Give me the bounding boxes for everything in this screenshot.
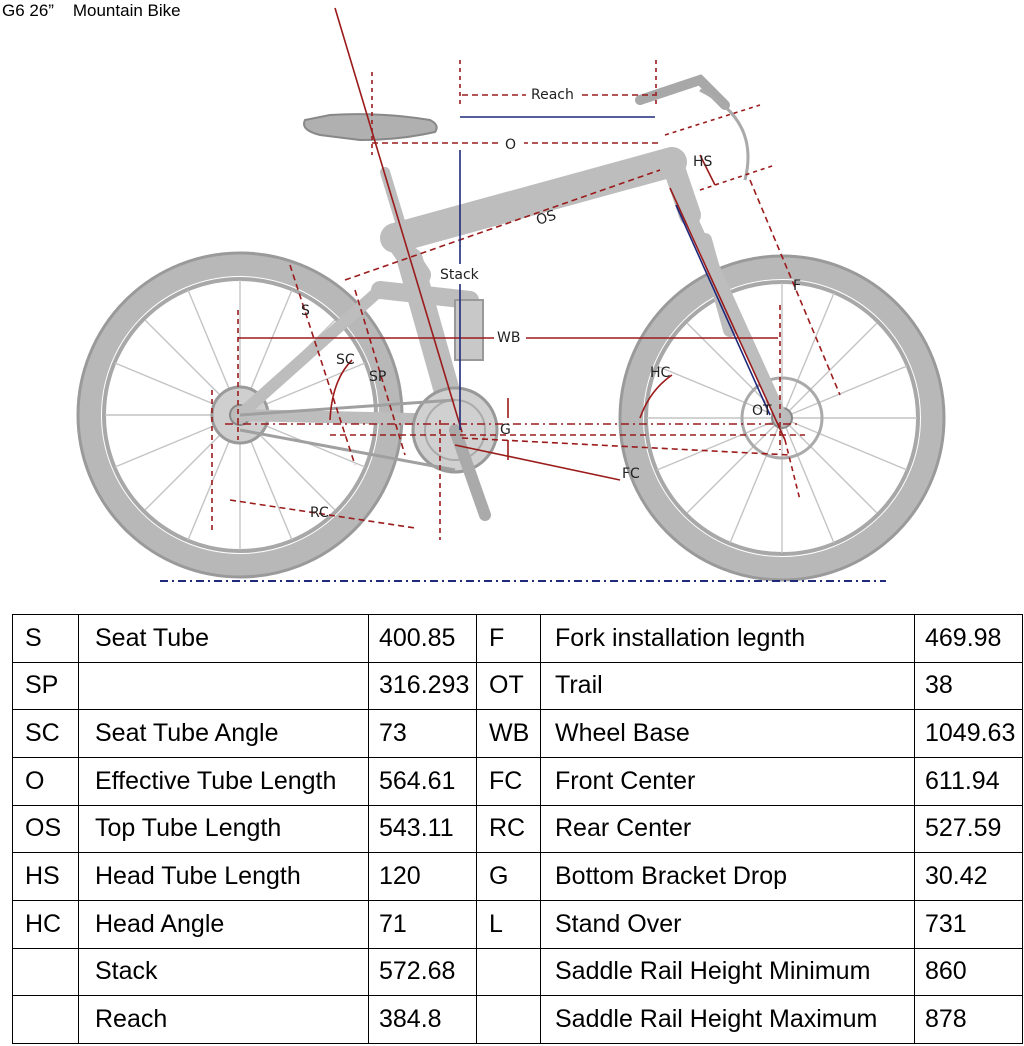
name-cell: Seat Tube Angle bbox=[78, 709, 369, 758]
name-cell: Reach bbox=[78, 995, 369, 1044]
label-rc: RC bbox=[310, 505, 329, 521]
code-cell bbox=[476, 995, 541, 1044]
label-o: O bbox=[505, 137, 516, 153]
dimension-labels: Reach O HS OS Stack S F WB SC SP HC OT G… bbox=[301, 84, 801, 521]
name-cell: Rear Center bbox=[540, 804, 915, 854]
value-cell: 572.68 bbox=[368, 947, 477, 997]
code-cell: F bbox=[476, 614, 541, 663]
name-cell: Saddle Rail Height Minimum bbox=[540, 947, 915, 997]
name-cell: Bottom Bracket Drop bbox=[540, 852, 915, 901]
value-cell: 384.8 bbox=[368, 995, 477, 1044]
name-cell: Front Center bbox=[540, 756, 915, 806]
label-wb: WB bbox=[497, 330, 520, 346]
label-ot: OT bbox=[752, 403, 772, 419]
bike-geometry-diagram: Reach O HS OS Stack S F WB SC SP HC OT G… bbox=[76, 7, 946, 582]
name-cell: Stand Over bbox=[540, 899, 915, 949]
label-g: G bbox=[500, 422, 511, 438]
value-cell: 400.85 bbox=[368, 614, 477, 663]
code-cell: WB bbox=[476, 709, 541, 758]
name-cell: Stack bbox=[78, 947, 369, 997]
value-cell: 543.11 bbox=[368, 804, 477, 854]
front-wheel bbox=[618, 254, 946, 582]
value-cell: 611.94 bbox=[914, 756, 1023, 806]
code-cell: OT bbox=[476, 661, 541, 711]
name-cell: Saddle Rail Height Maximum bbox=[540, 995, 915, 1044]
code-cell: L bbox=[476, 899, 541, 949]
label-stack: Stack bbox=[440, 267, 480, 283]
value-cell: 38 bbox=[914, 661, 1023, 711]
value-cell: 527.59 bbox=[914, 804, 1023, 854]
value-cell: 564.61 bbox=[368, 756, 477, 806]
label-os: OS bbox=[534, 207, 558, 228]
code-cell: FC bbox=[476, 756, 541, 806]
value-cell: 731 bbox=[914, 899, 1023, 949]
label-reach: Reach bbox=[531, 87, 574, 103]
label-hs: HS bbox=[693, 154, 713, 170]
code-cell bbox=[476, 947, 541, 997]
label-s: S bbox=[301, 303, 310, 319]
head-tube-axis bbox=[669, 187, 786, 441]
value-cell: 860 bbox=[914, 947, 1023, 997]
label-hc: HC bbox=[650, 365, 671, 381]
name-cell: Seat Tube bbox=[78, 614, 369, 663]
label-sp: SP bbox=[369, 369, 386, 385]
code-cell: O bbox=[12, 756, 79, 806]
name-cell: Head Angle bbox=[78, 899, 369, 949]
value-cell: 1049.63 bbox=[914, 709, 1023, 758]
code-cell: S bbox=[12, 614, 79, 663]
seat-tube-axis bbox=[334, 7, 463, 433]
stack-lines bbox=[459, 116, 771, 430]
code-cell bbox=[12, 995, 79, 1044]
name-cell: Trail bbox=[540, 661, 915, 711]
value-cell: 316.293 bbox=[368, 661, 477, 711]
value-cell: 71 bbox=[368, 899, 477, 949]
name-cell bbox=[78, 661, 369, 711]
bike-illustration bbox=[76, 74, 946, 582]
name-cell: Wheel Base bbox=[540, 709, 915, 758]
value-cell: 120 bbox=[368, 852, 477, 901]
name-cell: Head Tube Length bbox=[78, 852, 369, 901]
code-cell: HC bbox=[12, 899, 79, 949]
code-cell: SP bbox=[12, 661, 79, 711]
crankset bbox=[239, 386, 499, 521]
name-cell: Effective Tube Length bbox=[78, 756, 369, 806]
value-cell: 30.42 bbox=[914, 852, 1023, 901]
handlebar bbox=[635, 74, 730, 110]
name-cell: Top Tube Length bbox=[78, 804, 369, 854]
label-sc: SC bbox=[336, 352, 355, 368]
value-cell: 469.98 bbox=[914, 614, 1023, 663]
name-cell: Fork installation legnth bbox=[540, 614, 915, 663]
code-cell: G bbox=[476, 852, 541, 901]
label-fc: FC bbox=[622, 466, 640, 482]
code-cell: OS bbox=[12, 804, 79, 854]
value-cell: 878 bbox=[914, 995, 1023, 1044]
code-cell: SC bbox=[12, 709, 79, 758]
code-cell bbox=[12, 947, 79, 997]
code-cell: HS bbox=[12, 852, 79, 901]
label-f: F bbox=[793, 278, 801, 294]
code-cell: RC bbox=[476, 804, 541, 854]
value-cell: 73 bbox=[368, 709, 477, 758]
page-title: G6 26” Mountain Bike bbox=[2, 1, 181, 20]
